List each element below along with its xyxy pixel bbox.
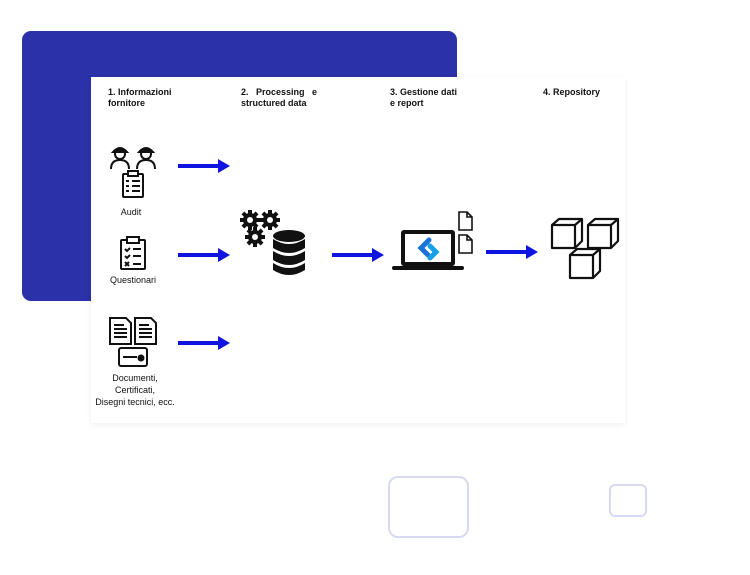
process-diagram-card: 1. Informazioni fornitore 2. Processing … <box>91 77 625 423</box>
arrow-icon <box>178 248 230 262</box>
documenti-line: Documenti, <box>112 373 158 383</box>
input-label-audit: Audit <box>120 207 142 217</box>
certificati-line: Certificati, <box>114 385 155 395</box>
input-label-documenti: Documenti, Certificati, Disegni tecnici,… <box>91 372 179 408</box>
step-2-title: 2. Processing e structured data <box>241 87 318 108</box>
input-label-questionari: Questionari <box>109 275 157 285</box>
arrow-icon <box>178 336 230 350</box>
arrow-icon <box>332 248 384 262</box>
document-icon <box>458 211 473 231</box>
cubes-icon <box>550 217 620 280</box>
questionnaire-icon <box>120 236 146 270</box>
arrow-icon <box>486 245 538 259</box>
step-3-title: 3. Gestione dati e report <box>390 87 458 108</box>
arrow-icon <box>178 159 230 173</box>
database-icon <box>273 230 305 275</box>
step-4-title: 4. Repository <box>543 87 601 97</box>
step-1-title: 1. Informazioni fornitore <box>108 87 172 108</box>
document-icon <box>458 234 473 254</box>
decorative-rounded-box <box>388 476 469 538</box>
laptop-icon <box>392 230 464 270</box>
gears-icon <box>240 210 280 247</box>
documents-certificate-icon <box>109 317 157 367</box>
workers-clipboard-icon <box>110 147 156 198</box>
disegni-line: Disegni tecnici, ecc. <box>95 397 175 407</box>
decorative-rounded-box <box>609 484 647 517</box>
